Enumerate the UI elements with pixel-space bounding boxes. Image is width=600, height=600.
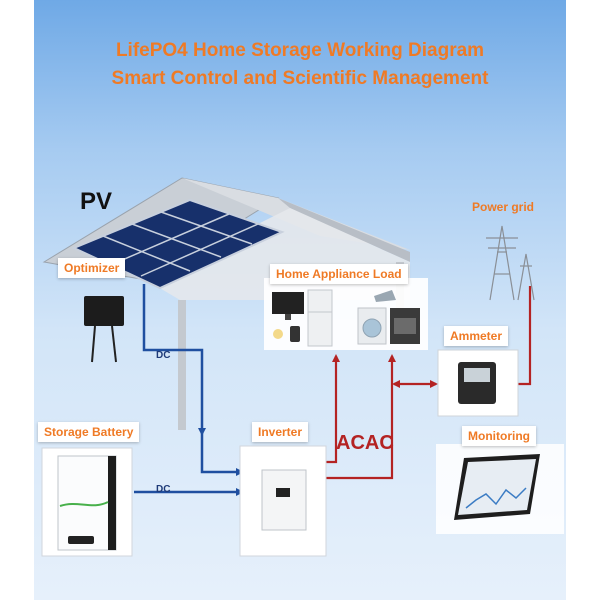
ammeter-box bbox=[437, 349, 519, 417]
ac-arrow-right bbox=[430, 380, 438, 388]
ac-flow-lines bbox=[326, 286, 532, 480]
monitoring-tablet-illustration bbox=[436, 444, 564, 534]
inverter-label: Inverter bbox=[252, 422, 309, 442]
home-appliance-illustration bbox=[264, 278, 428, 350]
diagram-subtitle: Smart Control and Scientific Management bbox=[111, 68, 489, 89]
storage-battery-box bbox=[41, 447, 133, 557]
ac-flow-label: ACAC bbox=[336, 432, 394, 454]
ac-arrow-up-right bbox=[388, 354, 396, 362]
dc-arrow-down bbox=[198, 428, 206, 436]
storage-battery-label: Storage Battery bbox=[38, 422, 140, 442]
pv-label: PV bbox=[80, 188, 113, 215]
power-grid-label: Power grid bbox=[472, 200, 535, 214]
inverter-box bbox=[239, 445, 327, 557]
ammeter-label: Ammeter bbox=[444, 326, 509, 346]
ac-arrow-left bbox=[392, 380, 400, 388]
dc-top-label: DC bbox=[156, 350, 171, 361]
monitoring-label: Monitoring bbox=[462, 426, 536, 446]
solar-panel-illustration bbox=[71, 198, 285, 290]
dc-bottom-label: DC bbox=[156, 484, 171, 495]
diagram-title: LifePO4 Home Storage Working Diagram bbox=[115, 40, 485, 61]
optimizer-device-illustration bbox=[84, 296, 124, 363]
power-grid-tower-illustration bbox=[486, 225, 535, 301]
dc-flow-lines bbox=[134, 284, 240, 494]
home-appliance-load-label: Home Appliance Load bbox=[270, 264, 408, 284]
optimizer-label: Optimizer bbox=[58, 258, 126, 278]
ac-arrow-up-left bbox=[332, 354, 340, 362]
